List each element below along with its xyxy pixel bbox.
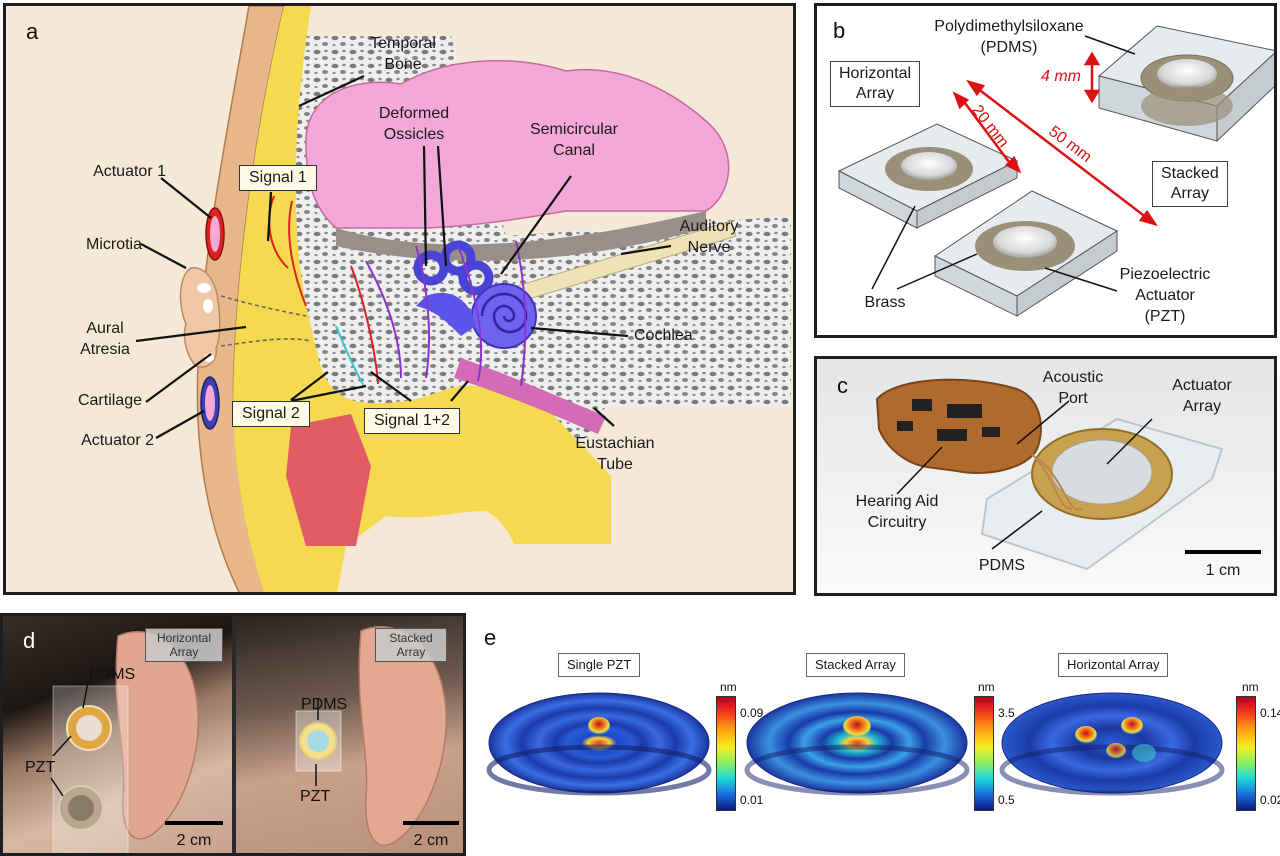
panel-b: b Polydimethylsiloxane (PDMS) 4 mm Horiz… [814,3,1277,338]
plot-title-stacked-array: Stacked Array [806,653,905,677]
label-acoustic-port: Acoustic Port [1042,369,1104,407]
panel-c-letter: c [837,373,848,398]
label-thickness: 4 mm [1041,68,1081,85]
scale-bar-d-right [403,821,459,825]
scale-bar-c [1185,550,1261,554]
colorbar-1-min: 0.01 [740,793,764,807]
colorbar-1-max: 0.09 [740,706,764,720]
scale-label-d-left: 2 cm [176,832,212,849]
label-pdms: PDMS [978,557,1026,574]
label-actuator-1: Actuator 1 [93,163,166,180]
panel-a-letter: a [26,19,39,44]
colorbar-3 [1236,696,1256,811]
photo-stacked [236,616,463,853]
label-stacked-array: Stacked Array [1152,161,1228,207]
displacement-plots [486,692,1225,796]
label-temporal-bone: Temporal Bone [370,35,436,73]
colorbar-1 [716,696,736,811]
label-d-pdms-right: PDMS [301,696,348,713]
plot-title-horizontal-array: Horizontal Array [1058,653,1169,677]
anatomy-illustration [135,6,791,592]
signal-2-box: Signal 2 [232,401,310,427]
horizontal-block-1 [837,123,1019,229]
label-d-pzt-left: PZT [25,759,56,776]
photo-horizontal [3,616,232,853]
colorbar-3-max: 0.14 [1260,706,1280,720]
label-cartilage: Cartilage [77,392,142,409]
scale-label-c: 1 cm [1205,562,1241,579]
label-microtia: Microtia [85,236,142,253]
tag-horizontal-array: Horizontal Array [145,628,223,662]
array-schematic [837,25,1274,317]
colorbar-3-min: 0.02 [1260,793,1280,807]
panel-d-letter: d [23,628,36,653]
scale-label-d-right: 2 cm [413,832,449,849]
panel-d: d Horizontal Array PDMS PZT 2 cm Stacked… [0,613,466,856]
colorbar-2 [974,696,994,811]
label-horizontal-array: Horizontal Array [830,61,921,107]
plot-title-single-pzt: Single PZT [558,653,641,677]
colorbar-2-min: 0.5 [998,793,1015,807]
label-hearing-aid: Hearing Aid Circuitry [855,493,939,531]
panel-e-letter: e [484,625,497,650]
signal-1-2-box: Signal 1+2 [364,408,461,434]
label-pdms-full: Polydimethylsiloxane (PDMS) [934,18,1084,56]
label-actuator-array: Actuator Array [1172,377,1232,415]
label-d-pzt-right: PZT [300,788,331,805]
horizontal-block-2 [933,190,1119,317]
panel-a: a Temporal Bone Deformed Ossicles Semici… [3,3,796,595]
label-pzt: Piezoelectric Actuator (PZT) [1119,266,1211,325]
label-actuator-2: Actuator 2 [81,432,154,449]
panel-b-letter: b [833,18,846,43]
colorbar-2-max: 3.5 [998,706,1015,720]
label-deformed-ossicles: Deformed Ossicles [378,105,450,143]
colorbar-3-unit: nm [1242,680,1259,694]
label-brass: Brass [864,294,906,311]
colorbar-1-unit: nm [720,680,737,694]
label-eustachian-tube: Eustachian Tube [575,435,655,473]
label-d-pdms-left: PDMS [89,666,136,683]
signal-1-box: Signal 1 [239,165,317,191]
stacked-block [1097,25,1274,143]
label-cochlea: Cochlea [634,327,693,344]
label-semicircular-canal: Semicircular Canal [529,121,618,159]
device-photo [875,378,1224,571]
label-auditory-nerve: Auditory Nerve [679,218,739,256]
colorbar-2-unit: nm [978,680,995,694]
panel-c: c Acoustic Port Actuator Array Hearing A… [814,356,1277,596]
scale-bar-d-left [165,821,223,825]
tag-stacked-array: Stacked Array [375,628,447,662]
panel-e: e [472,613,1280,856]
label-aural-atresia: Aural Atresia [80,320,130,358]
